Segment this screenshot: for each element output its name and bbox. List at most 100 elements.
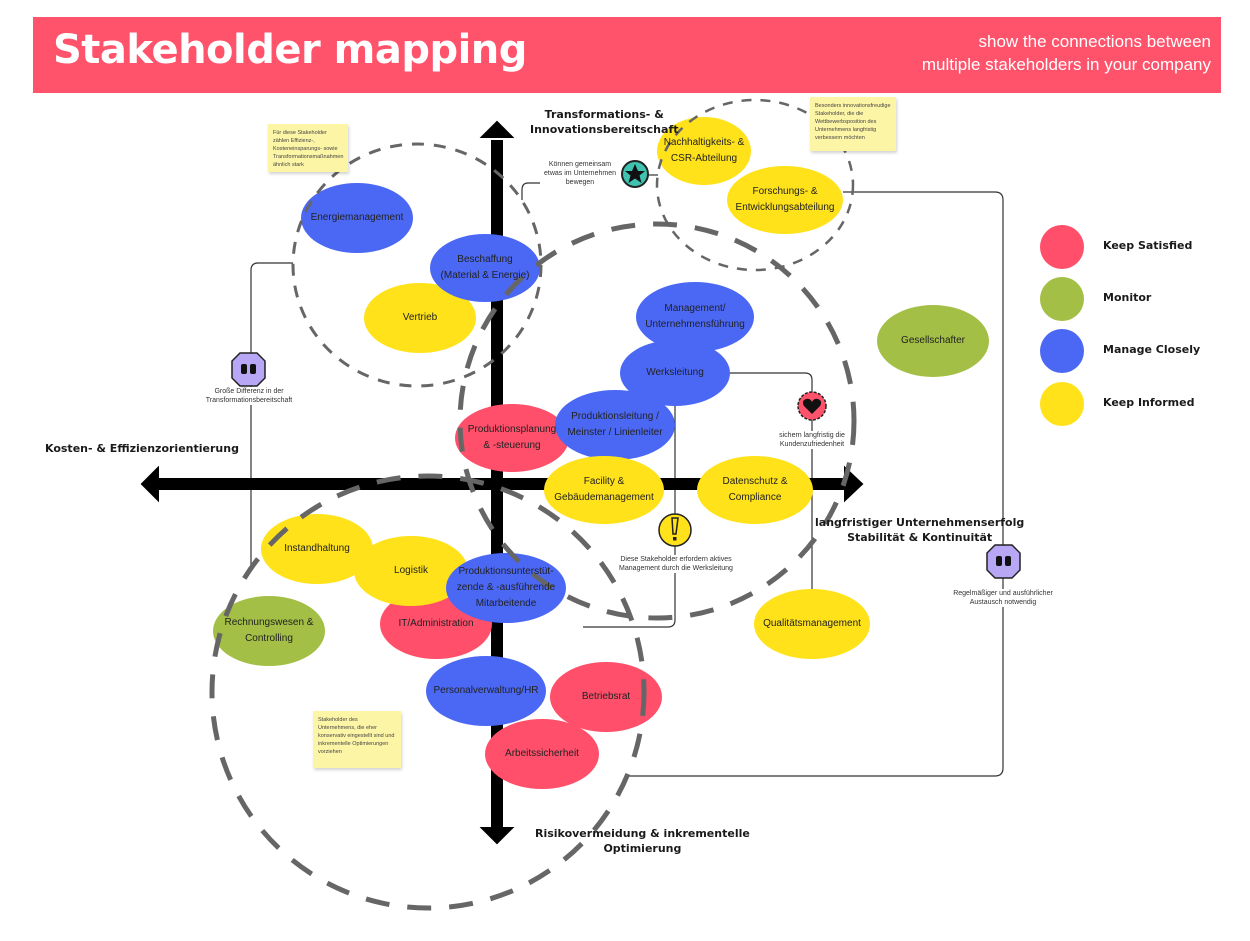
stakeholder-ellipse[interactable] [544,456,664,524]
stakeholder-ellipse[interactable] [877,305,989,377]
stakeholder-label-line: Produktionsplanung [467,424,557,435]
star-icon [621,160,649,188]
stakeholder-label-line: Instandhaltung [284,543,350,554]
stakeholder-label-line: Logistik [394,565,428,576]
stakeholder-label-line: Arbeitssicherheit [505,748,579,759]
stakeholder-label[interactable]: Management/Unternehmensführung [645,301,745,333]
stakeholder-label[interactable]: Qualitätsmanagement [763,616,861,632]
stakeholder-label[interactable]: Produktionsleitung / Meinster / Linienlei… [567,409,662,441]
exclamation-icon [658,513,692,547]
stakeholder-label-line: Controlling [245,633,293,644]
stakeholder-label-line: (Material & Energie) [440,270,530,281]
annotation-active-management: Diese Stakeholder erfordern aktives Mana… [619,555,733,573]
stakeholder-label[interactable]: Logistik [394,563,428,579]
stakeholder-label-line: CSR-Abteilung [670,153,738,164]
annotation-line: Management durch die Werksleitung [619,565,733,572]
stakeholder-ellipse[interactable] [261,514,373,584]
stakeholder-label[interactable]: Facility &Gebäudemanagement [554,474,654,506]
stakeholder-label[interactable]: Arbeitssicherheit [505,746,579,762]
stakeholder-label-line: Unternehmensführung [645,319,745,330]
stakeholder-label-line: Forschungs- & [752,186,818,197]
stakeholder-label[interactable]: IT/Administration [398,616,473,632]
stakeholder-label-line: Beschaffung [457,254,513,265]
heart-icon [797,391,827,421]
stakeholder-label-line: Werksleitung [646,367,704,378]
header-banner: Stakeholder mapping show the connections… [33,17,1221,93]
annotation-star: Können gemeinsam etwas im Unternehmen be… [544,160,616,187]
legend-label: Keep Informed [1103,396,1195,409]
annotation-line: sichern langfristig die [779,432,845,439]
stakeholder-label-line: Personalverwaltung/HR [433,685,539,696]
sticky-note[interactable]: Für diese Stakeholder zählen Effizienz-,… [268,124,348,172]
y-axis-arrow-bottom [479,827,515,845]
page-title: Stakeholder mapping [53,27,527,73]
group-circle-efficiency [291,142,543,388]
stakeholder-label-line: IT/Administration [398,618,474,629]
stakeholder-label[interactable]: Instandhaltung [284,541,350,557]
stakeholder-ellipse[interactable] [364,283,476,353]
hands-icon [231,352,266,387]
annotation-line: bewegen [565,179,595,186]
stakeholder-ellipse[interactable] [426,656,546,726]
connector-left-group [250,262,293,570]
group-circle-management [457,221,857,621]
stakeholder-ellipse[interactable] [485,719,599,789]
stakeholder-label-line: Energiemanagement [310,212,404,223]
annotation-line: Regelmäßiger und ausführlicher [953,590,1053,597]
stakeholder-label-line: Vertrieb [402,312,438,323]
stakeholder-ellipse[interactable] [550,662,662,732]
stakeholder-label[interactable]: Beschaffung (Material & Energie) [441,252,530,284]
stakeholder-label-line: Nachhaltigkeits- & [663,137,745,148]
stakeholder-ellipse[interactable] [555,390,675,460]
stakeholder-ellipse[interactable] [455,404,569,472]
stakeholder-ellipse[interactable] [213,596,325,666]
stakeholder-label[interactable]: Energiemanagement [311,210,404,226]
stakeholder-ellipse[interactable] [446,553,566,623]
stakeholder-label[interactable]: Betriebsrat [582,689,630,705]
stakeholder-ellipse[interactable] [657,117,751,185]
stakeholder-label[interactable]: Personalverwaltung/HR [433,683,538,699]
stakeholder-label[interactable]: Werksleitung [646,365,704,381]
annotation-line: etwas im Unternehmen [544,170,616,177]
connectors [250,174,1004,777]
stakeholder-label[interactable]: Forschungs- & Entwicklungsabteilung [736,184,835,216]
annotation-line: Können gemeinsam [548,161,612,168]
stakeholder-label-line: Compliance [728,492,782,503]
stakeholder-ellipse[interactable] [636,282,754,352]
stakeholder-label-line: Mitarbeitende [475,598,537,609]
connector-werksleitung [730,372,813,590]
stakeholder-label[interactable]: Produktionsplanung& -steuerung [468,422,556,454]
connector-star [521,182,540,200]
stakeholder-label[interactable]: Rechnungswesen &Controlling [225,615,314,647]
legend-swatch [1040,225,1084,269]
group-circle-innovation [655,98,855,272]
stakeholder-label[interactable]: Nachhaltigkeits- & CSR-Abteilung [664,135,745,167]
annotation-customer-satisfaction: sichern langfristig die Kundenzufriedenh… [779,431,845,449]
stakeholder-ellipse[interactable] [354,536,468,606]
stakeholder-ellipse[interactable] [697,456,813,524]
stakeholder-label[interactable]: Produktionsunterstüt-zende & -ausführend… [457,564,555,612]
annotation-line: Austausch notwendig [969,599,1037,606]
axis-label-bottom-line2: Optimierung [603,842,682,855]
annotation-transformation-gap: Große Differenz in der Transformationsbe… [205,387,293,405]
axis-label-left: Kosten- & Effizienzorientierung [45,442,239,455]
stakeholder-label[interactable]: Gesellschafter [901,333,965,349]
stakeholder-label-line: Entwicklungsabteilung [735,202,835,213]
x-axis-arrow-left [140,465,159,503]
stakeholder-label-line: Facility & [583,476,625,487]
stakeholder-label[interactable]: Datenschutz &Compliance [722,474,787,506]
annotation-line: Transformationsbereitschaft [205,397,293,404]
connector-rd-right [628,191,1004,777]
stakeholder-ellipse[interactable] [620,340,730,406]
sticky-note[interactable]: Stakeholder des Unternehmens, die eher k… [313,711,401,768]
stakeholder-ellipse[interactable] [727,166,843,234]
stakeholder-label-line: Produktionsleitung / [571,411,659,422]
stakeholder-ellipse[interactable] [754,589,870,659]
stakeholder-ellipse[interactable] [301,183,413,253]
axis-label-top: Transformations- & Innovationsbereitscha… [530,107,678,137]
sticky-note[interactable]: Besonders innovationsfreudige Stakeholde… [810,97,896,151]
group-circle-conservative [209,473,647,911]
stakeholder-label[interactable]: Vertrieb [403,310,437,326]
stakeholder-label-line: Meinster / Linienleiter [567,427,663,438]
